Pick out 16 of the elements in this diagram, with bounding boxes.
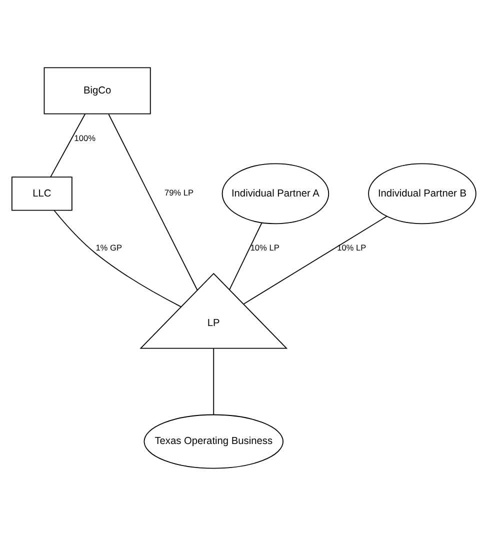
connector (50, 112, 86, 177)
node-ellipse: Texas Operating Business (144, 414, 284, 468)
edge-label: 10% LP (250, 242, 280, 252)
connector (229, 222, 262, 290)
edge-label: 1% GP (96, 242, 122, 252)
connector (108, 113, 198, 290)
connector (54, 210, 182, 307)
connector (213, 347, 214, 414)
edge-label: 10% LP (337, 242, 366, 252)
edge-label: 79% LP (164, 187, 194, 198)
node-box: LLC (11, 176, 72, 210)
node-ellipse: Individual Partner A (222, 162, 330, 224)
connector (243, 215, 388, 304)
node-box: BigCo (44, 66, 151, 114)
edge-label: 100% (74, 132, 96, 142)
node-ellipse: Individual Partner B (368, 162, 476, 224)
